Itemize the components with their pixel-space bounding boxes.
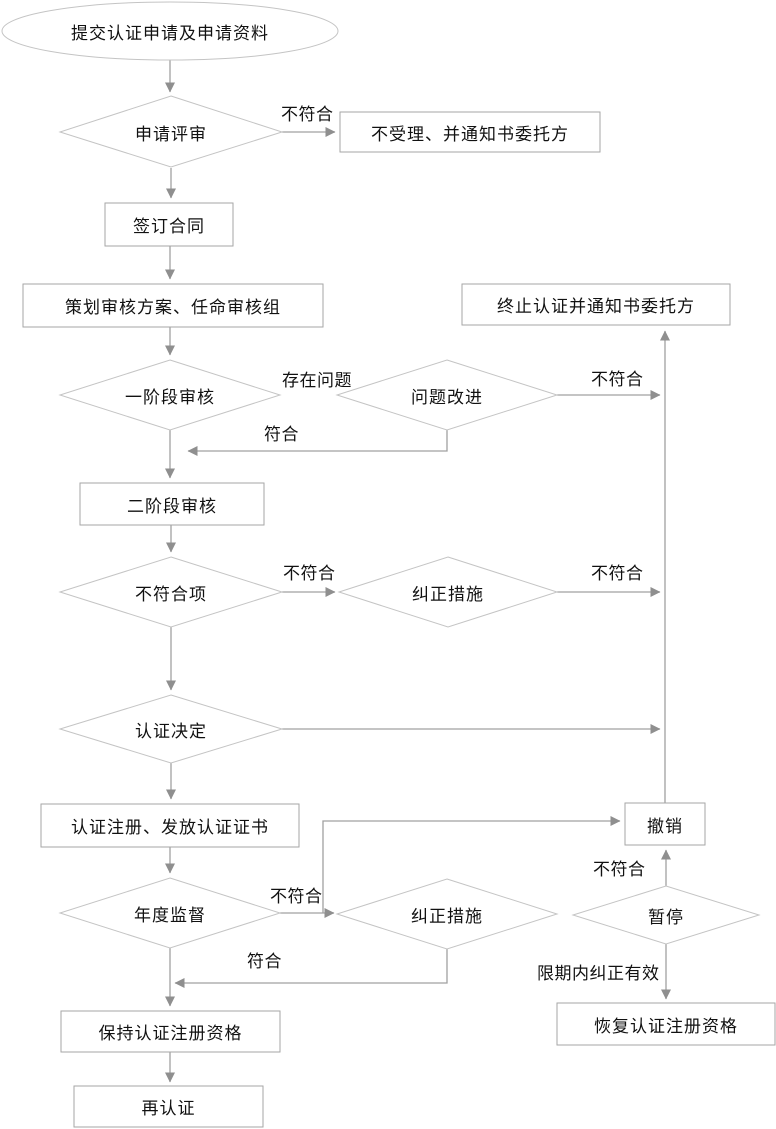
recertification-rect — [73, 1085, 264, 1128]
edge-improve-pass-merge — [187, 430, 448, 456]
terminate-notice-rect — [461, 283, 731, 326]
keep-qualification-rect — [60, 1010, 281, 1053]
edge-corrective2-pass-merge — [174, 949, 448, 988]
annual-supervision-diamond — [58, 877, 282, 949]
application-review-diamond — [58, 95, 284, 168]
suspend-diamond — [571, 885, 761, 945]
plan-audit-rect — [22, 283, 324, 328]
stage1-audit-diamond — [58, 359, 282, 431]
problem-improve-diamond — [335, 359, 559, 431]
reject-notice-rect — [339, 111, 601, 153]
corrective-action-1-diamond — [337, 556, 559, 628]
revoke-rect — [624, 802, 706, 846]
cert-decision-diamond — [58, 694, 284, 764]
cert-register-rect — [40, 803, 300, 848]
start-ellipse — [1, 1, 339, 61]
stage2-audit-rect — [79, 482, 265, 526]
edge-branch-to-revoke — [322, 816, 621, 913]
restore-qualification-rect — [556, 1002, 776, 1046]
sign-contract-rect — [104, 202, 234, 247]
nonconformity-diamond — [58, 556, 284, 628]
corrective-action-2-diamond — [335, 878, 559, 950]
